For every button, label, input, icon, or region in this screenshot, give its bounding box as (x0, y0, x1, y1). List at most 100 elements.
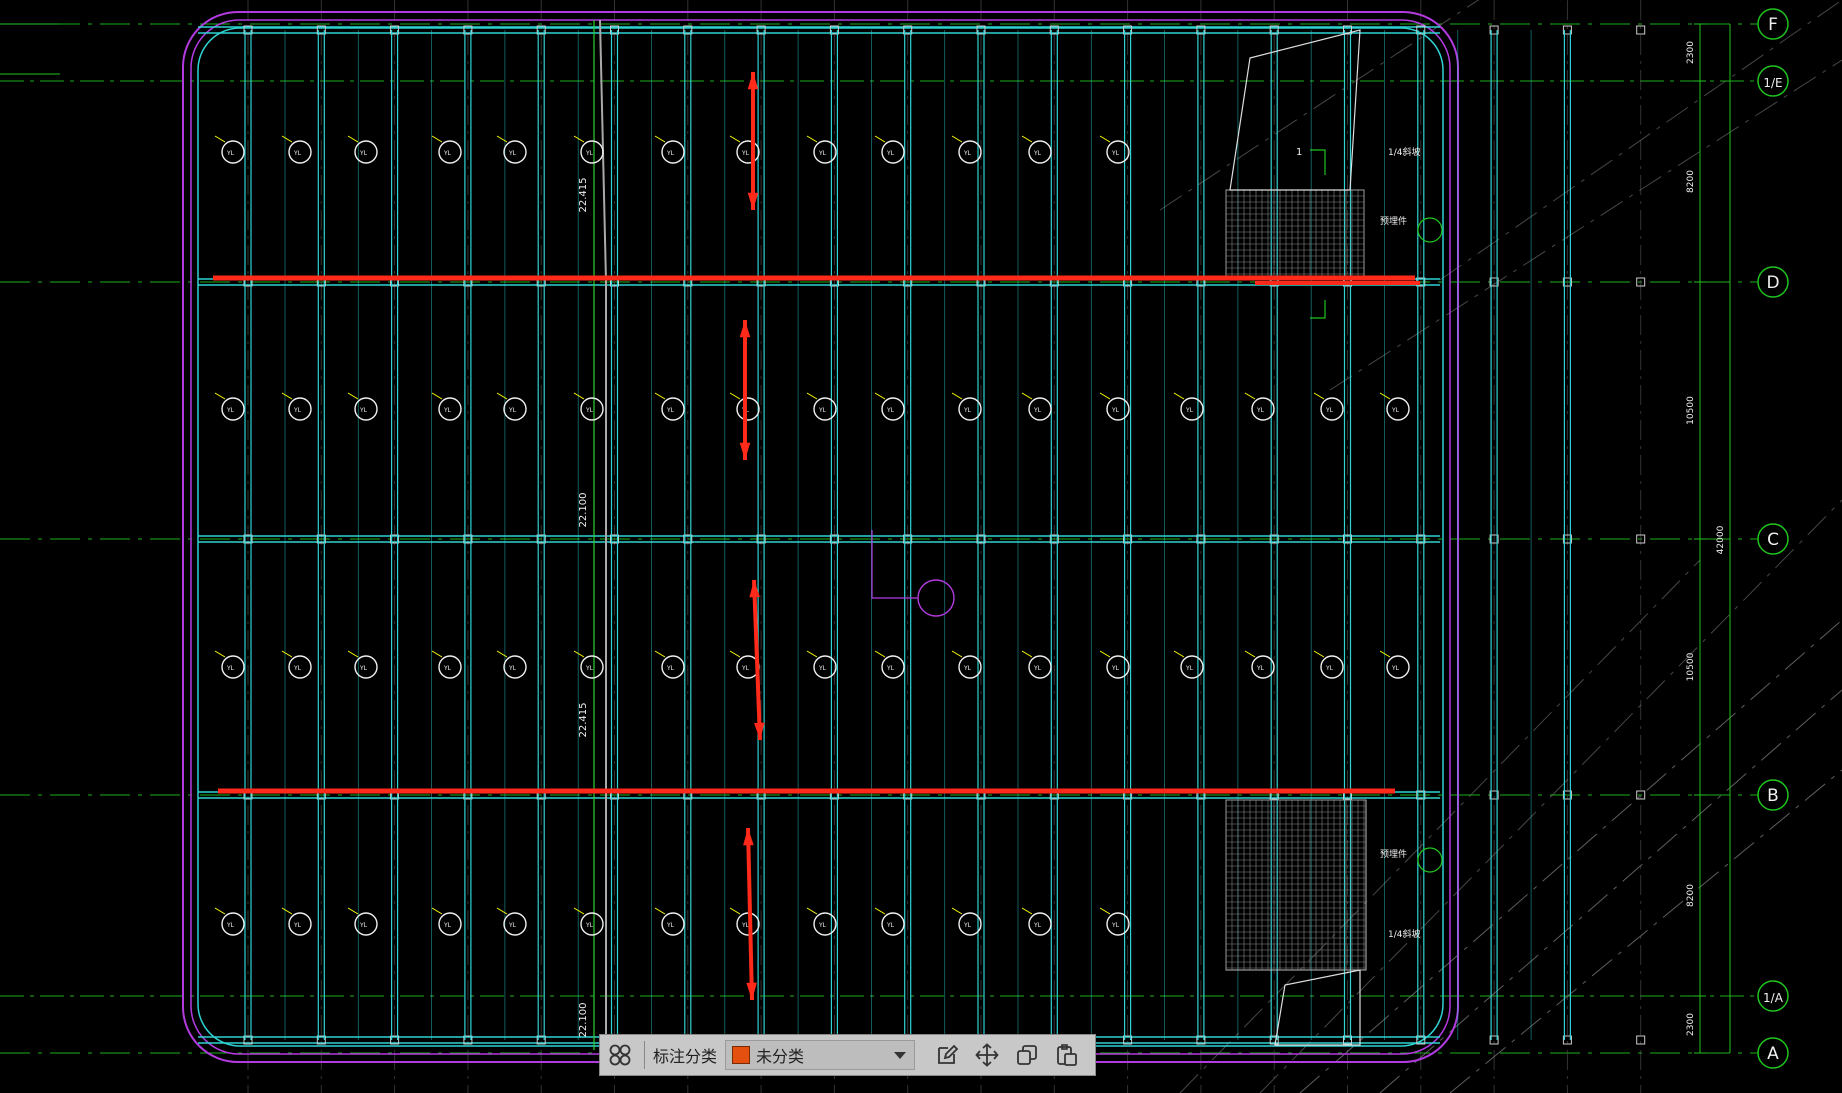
arrow-head (746, 982, 757, 1000)
column-marker (683, 25, 693, 35)
paste-button[interactable] (1047, 1035, 1087, 1075)
column-marker (1416, 790, 1426, 800)
dimension-text: 2300 (1686, 41, 1696, 64)
drain-leader (806, 907, 818, 915)
roof-drain (1386, 397, 1410, 421)
column-marker (1636, 534, 1646, 544)
drain-leader (729, 650, 741, 658)
edit-button[interactable] (927, 1035, 967, 1075)
roof-drain (503, 655, 527, 679)
category-color-swatch (732, 1046, 751, 1064)
grid-icon-button[interactable] (600, 1035, 640, 1075)
roof-drain (881, 912, 905, 936)
roof-drain (1320, 655, 1344, 679)
diagonal-line (1439, 0, 1842, 281)
drain-label: YL (963, 407, 972, 414)
drain-label: YL (818, 665, 827, 672)
drain-leader (496, 650, 508, 658)
drain-leader (1313, 650, 1325, 658)
column-marker (1269, 534, 1279, 544)
annotation-toolbar: 标注分类 未分类 (599, 1034, 1096, 1076)
column-marker (1562, 25, 1572, 35)
drain-label: YL (818, 150, 827, 157)
roof-drain (1106, 140, 1130, 164)
roof-drain (1251, 397, 1275, 421)
axis-bubble-label: A (1767, 1044, 1779, 1064)
column-marker (1049, 25, 1059, 35)
arrow-head (747, 192, 759, 210)
roof-drain (1106, 397, 1130, 421)
drain-leader (431, 135, 443, 143)
roof-drain (503, 140, 527, 164)
slope-note: 1/4斜坡 (1388, 928, 1421, 940)
column-marker (1489, 277, 1499, 287)
axis-bubble (1757, 779, 1789, 811)
roof-outline-inner (190, 19, 1451, 1055)
drain-leader (214, 135, 226, 143)
drain-leader (1173, 392, 1185, 400)
drain-leader (654, 392, 666, 400)
drain-leader (1021, 392, 1033, 400)
roof-outline (182, 11, 1459, 1063)
axis-bubble-label: 1/A (1763, 991, 1784, 1005)
drain-label: YL (1111, 665, 1120, 672)
roof-drain (288, 655, 312, 679)
roof-drain (1106, 912, 1130, 936)
roof-drain (881, 140, 905, 164)
roof-drain (1028, 140, 1052, 164)
drain-leader (1313, 392, 1325, 400)
column-marker (243, 25, 253, 35)
drain-leader (1244, 392, 1256, 400)
drain-leader (573, 392, 585, 400)
arrow-head (743, 828, 754, 846)
axis-bubble (1757, 8, 1789, 40)
diagonal-line (1329, 59, 1842, 391)
drain-label: YL (359, 922, 368, 929)
category-select[interactable]: 未分类 (725, 1040, 916, 1070)
column-marker (463, 25, 473, 35)
drain-label: YL (886, 407, 895, 414)
section-mark: 1 (1296, 147, 1302, 158)
axis-bubble (1757, 523, 1789, 555)
drain-leader (281, 907, 293, 915)
drain-leader (874, 392, 886, 400)
roof-drain (354, 655, 378, 679)
column-marker (1343, 25, 1352, 35)
drain-label: YL (359, 150, 368, 157)
roof-drain (813, 655, 837, 679)
column-marker (610, 25, 619, 35)
drain-leader (1244, 650, 1256, 658)
drain-label: YL (293, 150, 302, 157)
copy-button[interactable] (1007, 1035, 1047, 1075)
drain-leader (654, 650, 666, 658)
column-marker (1416, 1035, 1426, 1045)
diagonal-line (1379, 689, 1842, 1093)
drain-leader (347, 135, 359, 143)
roof-drain (1028, 397, 1052, 421)
column-marker (1269, 1035, 1279, 1045)
drain-label: YL (443, 665, 452, 672)
drain-leader (1021, 135, 1033, 143)
roof-drain (661, 140, 685, 164)
column-marker (829, 534, 839, 544)
arrow-head (739, 442, 751, 460)
column-marker (1196, 534, 1206, 544)
drain-label: YL (1256, 665, 1265, 672)
move-button[interactable] (967, 1035, 1007, 1075)
drain-leader (347, 907, 359, 915)
roof-drain (736, 140, 760, 164)
drain-leader (1099, 907, 1111, 915)
drain-leader (214, 650, 226, 658)
drain-label: YL (1033, 407, 1042, 414)
column-marker (903, 534, 913, 544)
roof-drain (813, 397, 837, 421)
drain-leader (214, 392, 226, 400)
drain-label: YL (293, 665, 302, 672)
drain-leader (1021, 907, 1033, 915)
drain-leader (496, 392, 508, 400)
diagonal-line (1179, 559, 1701, 1093)
